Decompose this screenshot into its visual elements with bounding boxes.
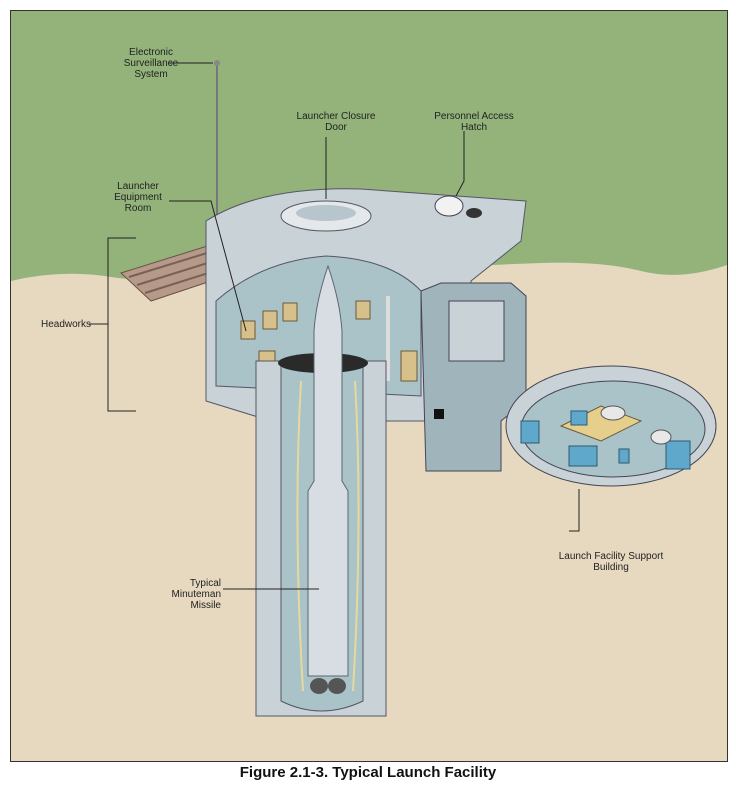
access-hatch <box>434 195 464 217</box>
figure-caption: Figure 2.1-3. Typical Launch Facility <box>239 764 497 781</box>
label-headworks: Headworks <box>40 319 92 330</box>
label-support-building: Launch Facility Support Building <box>558 551 664 573</box>
label-equipment-room: Launcher Equipment Room <box>114 181 162 214</box>
label-surveillance: Electronic Surveillance System <box>123 47 179 80</box>
minuteman-missile <box>307 264 349 677</box>
label-access-hatch: Personnel Access Hatch <box>434 111 514 133</box>
launch-facility-illustration <box>11 11 727 761</box>
label-missile: Typical Minuteman Missile <box>171 578 221 611</box>
label-closure-door: Launcher Closure Door <box>296 111 376 133</box>
diagram-frame: Electronic Surveillance System Launcher … <box>10 10 728 762</box>
